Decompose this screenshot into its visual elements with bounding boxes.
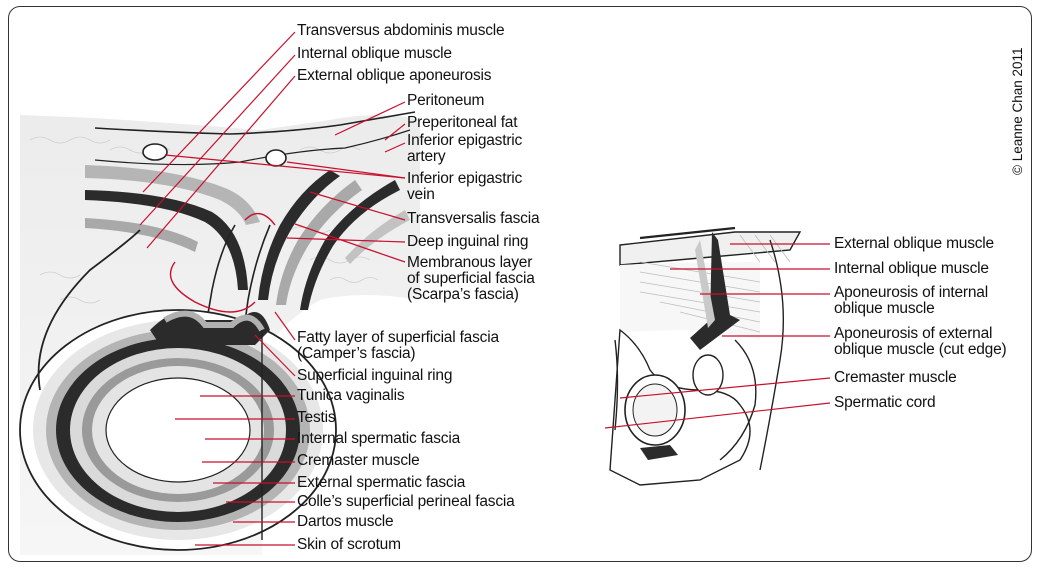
label-external-spermatic-fascia: External spermatic fascia <box>297 475 465 491</box>
label-spermatic-cord: Spermatic cord <box>834 395 935 411</box>
label-preperitoneal-fat: Preperitoneal fat <box>407 115 517 131</box>
label-dartos-muscle: Dartos muscle <box>297 514 393 530</box>
label-aponeurosis-external: Aponeurosis of external oblique muscle (… <box>834 326 1007 358</box>
label-external-oblique-muscle: External oblique muscle <box>834 236 994 252</box>
label-skin-of-scrotum: Skin of scrotum <box>297 537 401 553</box>
label-membranous-layer: Membranous layer of superficial fascia (… <box>407 255 535 303</box>
copyright-notice: © Leanne Chan 2011 <box>1010 47 1025 175</box>
label-internal-oblique: Internal oblique muscle <box>297 46 452 62</box>
label-transversus: Transversus abdominis muscle <box>297 23 504 39</box>
label-fatty-layer: Fatty layer of superficial fascia (Campe… <box>297 330 499 362</box>
label-external-oblique-aponeurosis: External oblique aponeurosis <box>297 68 491 84</box>
label-cremaster-muscle-left: Cremaster muscle <box>297 453 420 469</box>
label-peritoneum: Peritoneum <box>407 93 484 109</box>
label-tunica-vaginalis: Tunica vaginalis <box>297 388 404 404</box>
label-superficial-inguinal-ring: Superficial inguinal ring <box>297 368 452 384</box>
right-dissection <box>610 228 800 485</box>
label-aponeurosis-internal: Aponeurosis of internal oblique muscle <box>834 285 988 317</box>
label-internal-spermatic-fascia: Internal spermatic fascia <box>297 431 460 447</box>
label-internal-oblique-muscle: Internal oblique muscle <box>834 261 989 277</box>
label-testis: Testis <box>297 410 335 426</box>
label-inferior-epigastric-vein: Inferior epigastric vein <box>407 171 522 203</box>
label-deep-inguinal-ring: Deep inguinal ring <box>407 234 528 250</box>
label-transversalis-fascia: Transversalis fascia <box>407 211 539 227</box>
label-cremaster-muscle-right: Cremaster muscle <box>834 370 957 386</box>
label-colles-fascia: Colle’s superficial perineal fascia <box>297 494 515 510</box>
label-inferior-epigastric-artery: Inferior epigastric artery <box>407 133 522 165</box>
